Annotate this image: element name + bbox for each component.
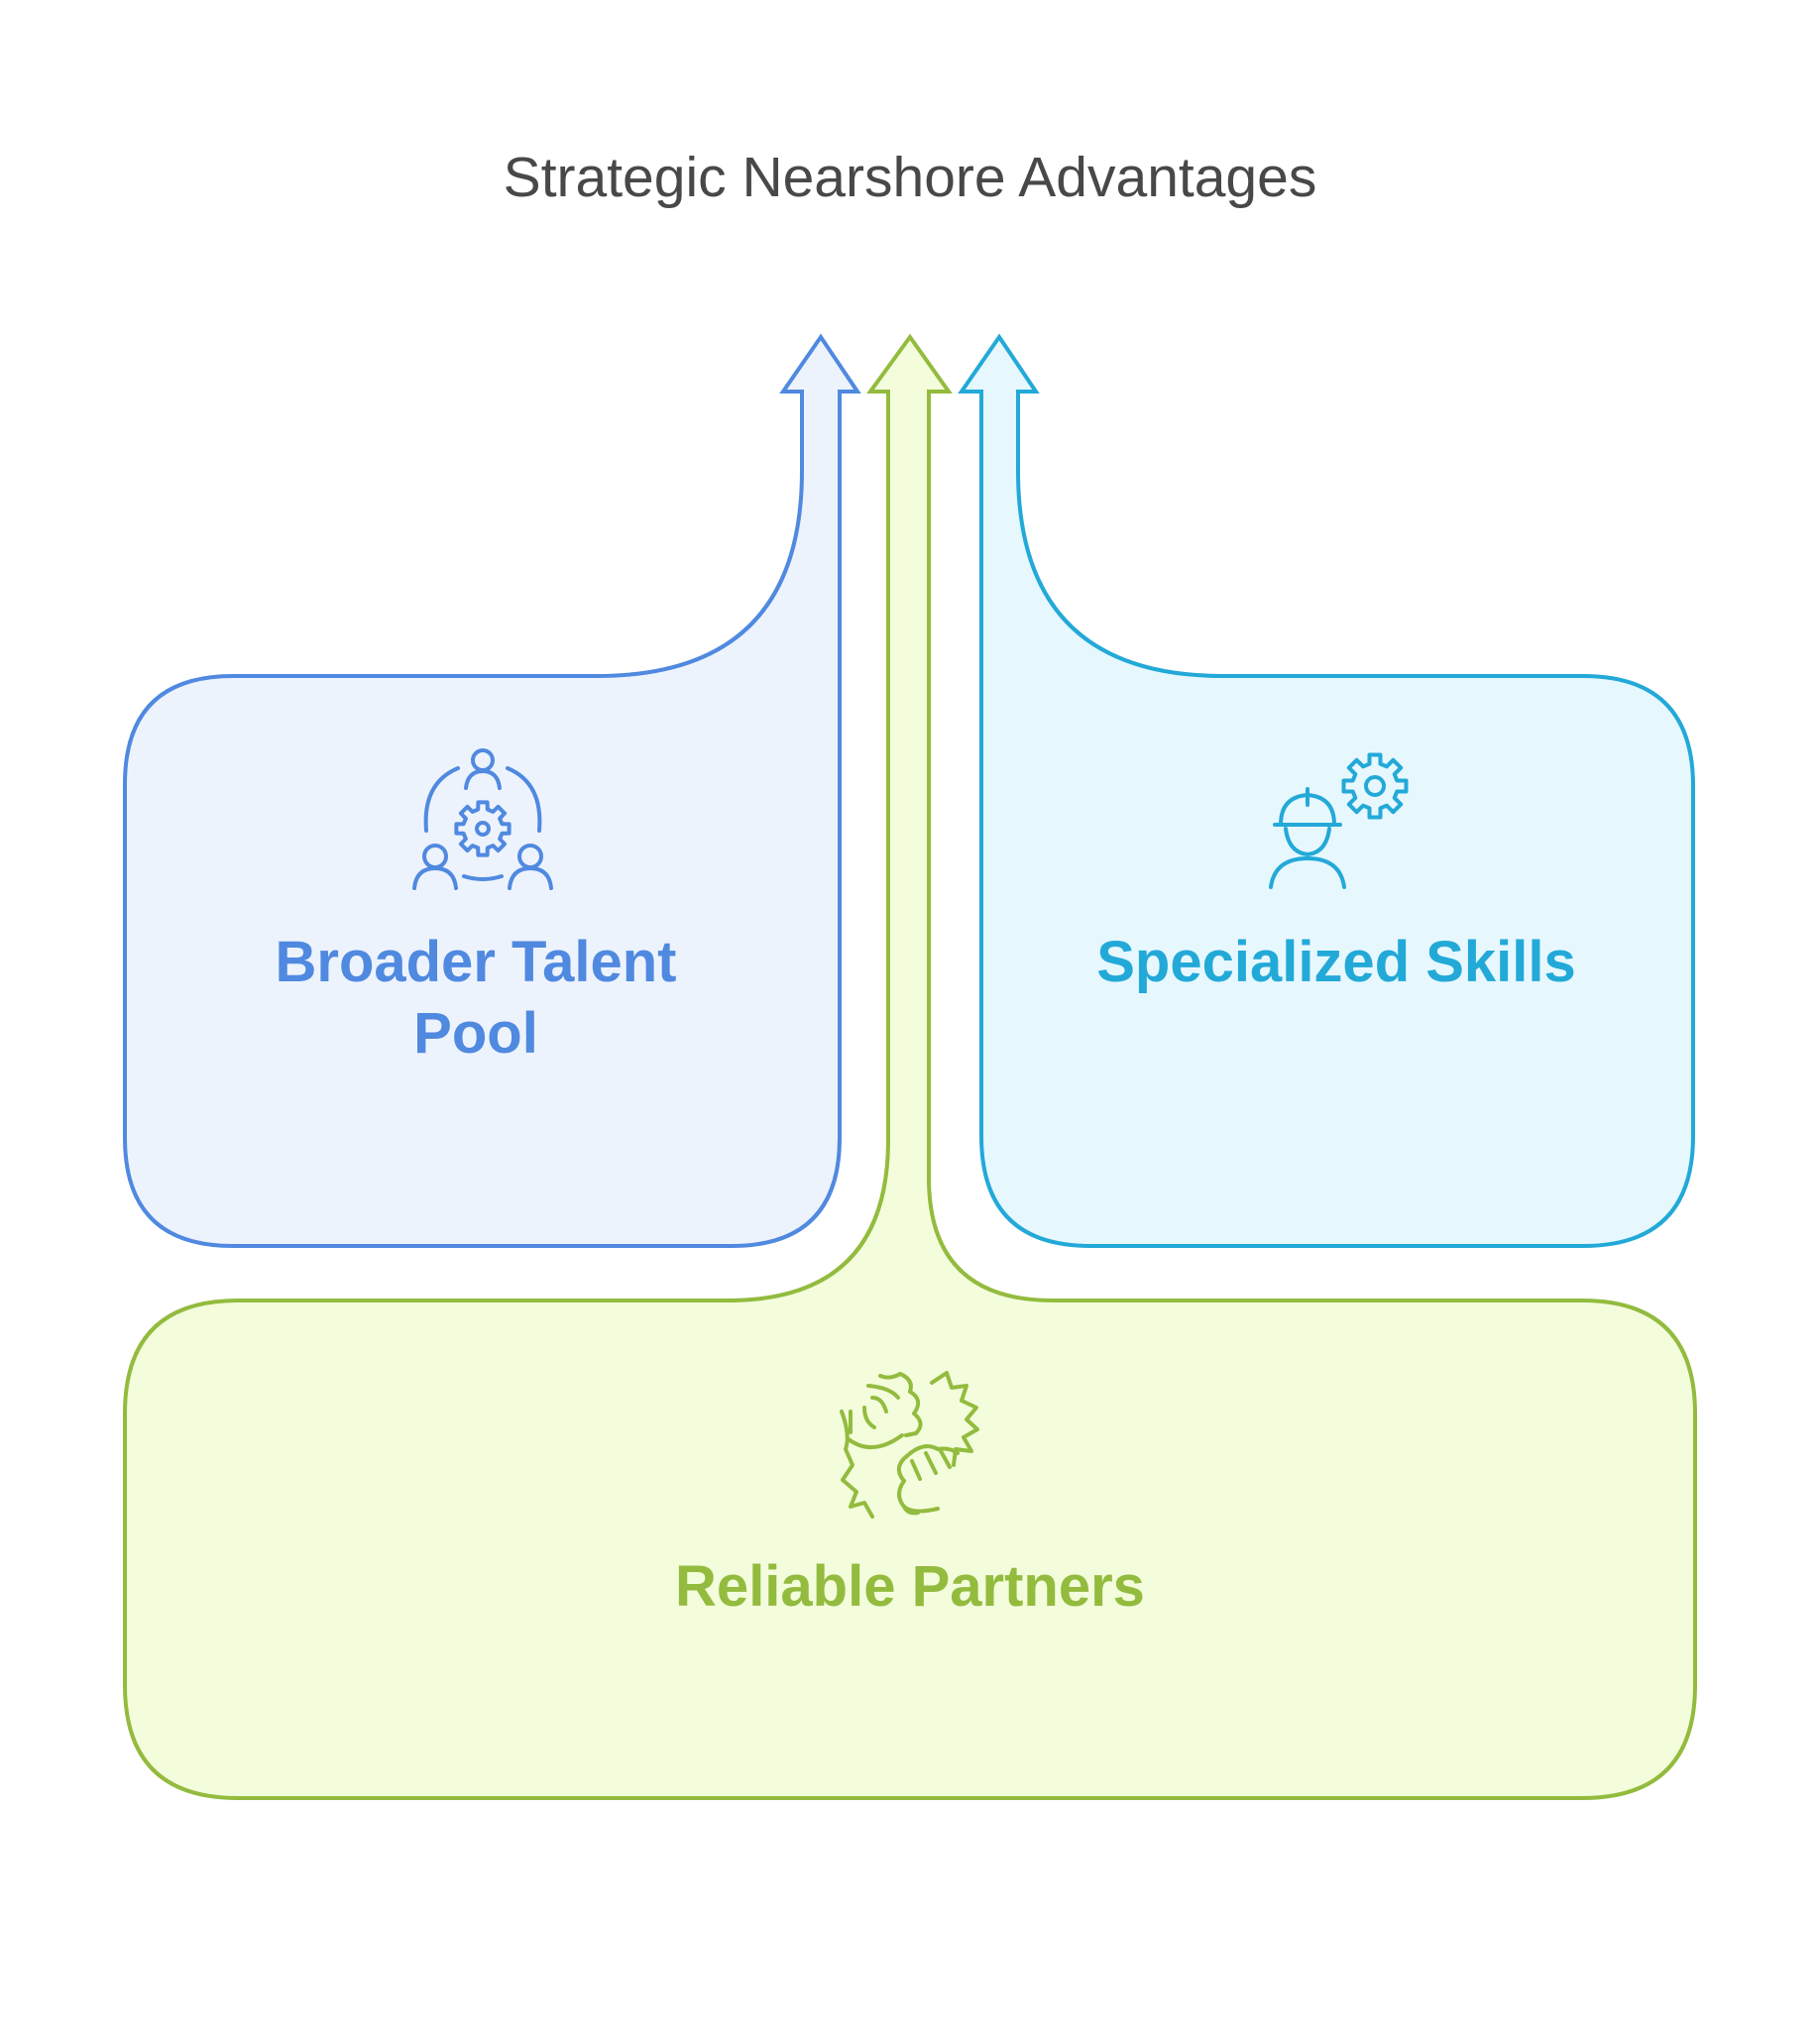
broader-talent-pool-label-line-2: Pool bbox=[413, 1001, 538, 1066]
reliable-partners-label-line-1: Reliable Partners bbox=[675, 1554, 1145, 1619]
engineer-gear-icon bbox=[1269, 752, 1409, 889]
handshake-gears-icon bbox=[840, 1371, 979, 1519]
diagram-title: Strategic Nearshore Advantages bbox=[504, 146, 1317, 209]
reliable-partners-shape bbox=[123, 333, 1697, 1800]
broader-talent-pool-shape bbox=[123, 333, 861, 1248]
team-gear-icon bbox=[412, 748, 553, 890]
specialized-skills-shape bbox=[958, 333, 1695, 1248]
broader-talent-pool-label-line-1: Broader Talent bbox=[275, 930, 676, 994]
specialized-skills-label-line-1: Specialized Skills bbox=[1096, 930, 1576, 994]
